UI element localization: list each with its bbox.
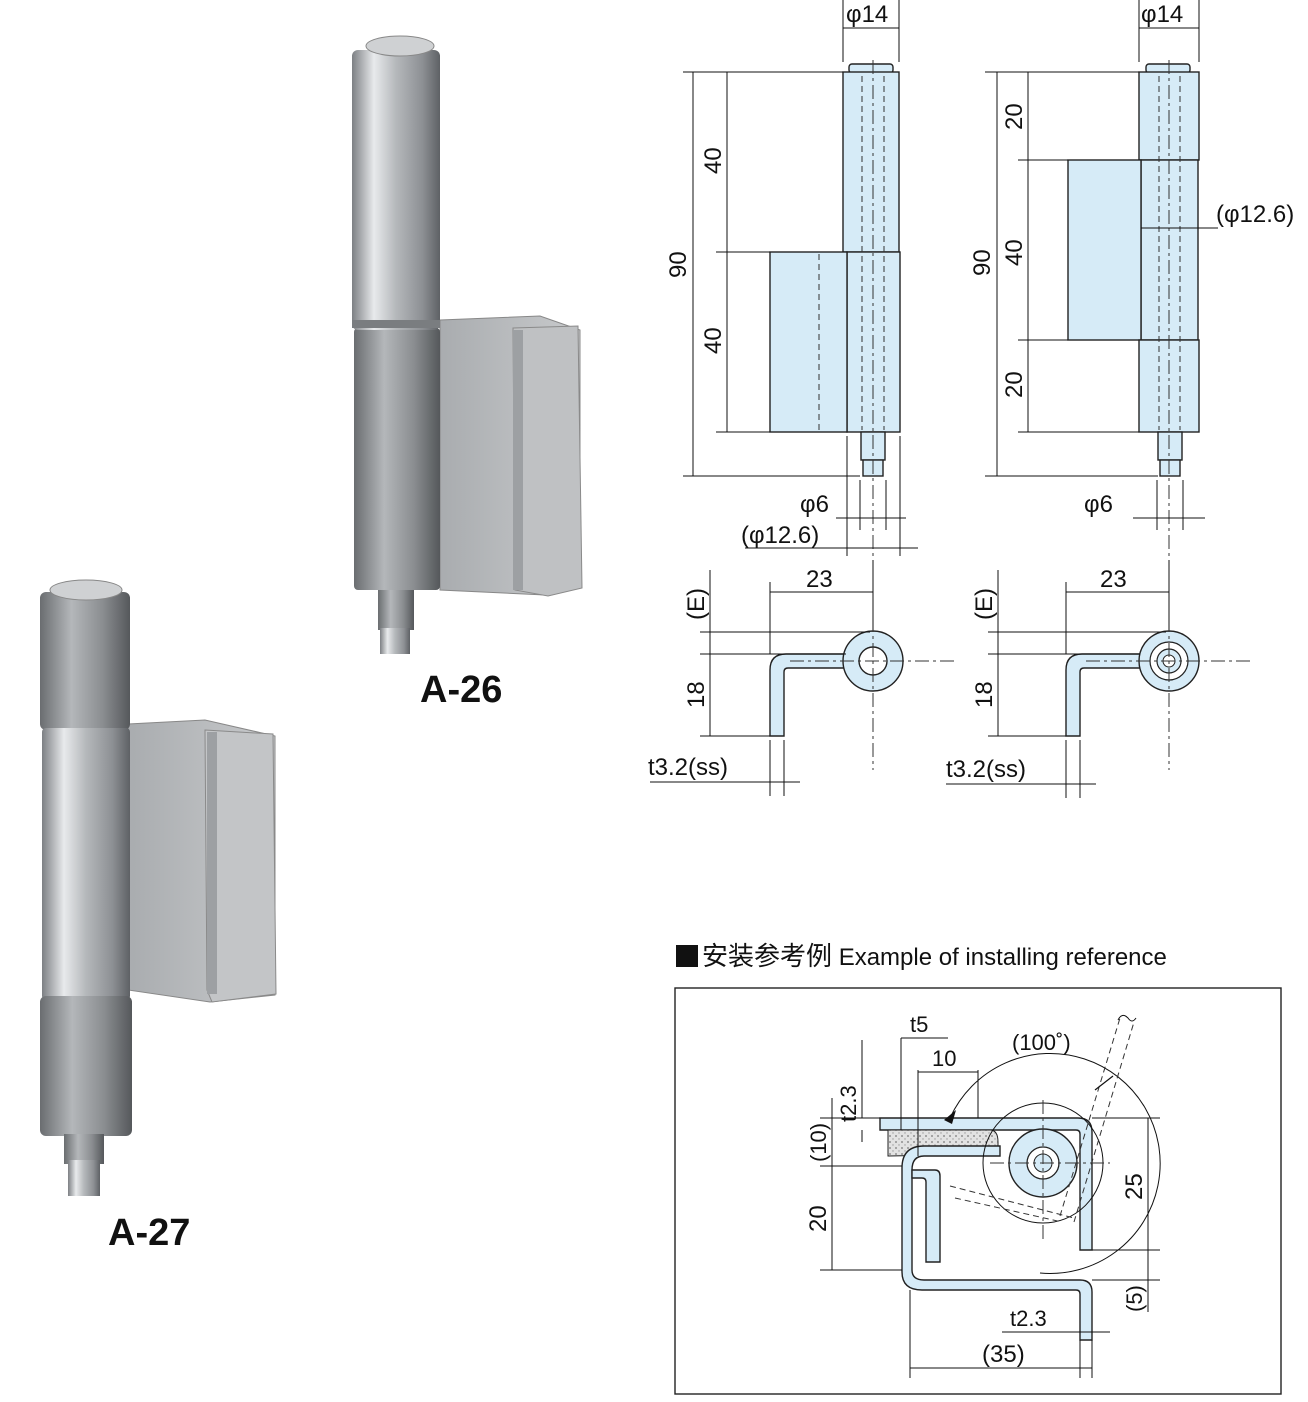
model-label-a26: A-26 bbox=[420, 669, 502, 711]
a27-mid-seg: 40 bbox=[1001, 239, 1028, 266]
a26-upper: 40 bbox=[700, 147, 727, 174]
inst-angle: (100˚) bbox=[1012, 1030, 1071, 1055]
a26-lower: 40 bbox=[700, 327, 727, 354]
product-photo-a26 bbox=[352, 35, 583, 654]
inst-d10: 10 bbox=[932, 1046, 956, 1071]
a26-pin-dia: φ6 bbox=[800, 491, 829, 518]
a27-e-label: (E) bbox=[971, 588, 998, 620]
drawing-a26-front: φ14 90 40 40 φ6 (φ12.6) bbox=[665, 0, 918, 560]
inst-paren5: (5) bbox=[1122, 1285, 1147, 1312]
a27-knuckle-dia: (φ12.6) bbox=[1216, 201, 1294, 228]
a27-thickness: t3.2(ss) bbox=[946, 756, 1026, 783]
a27-bottom-seg: 20 bbox=[1001, 371, 1028, 398]
a27-leaf-height: 18 bbox=[971, 681, 998, 708]
drawing-a27-section: 23 (E) 18 t3.2(ss) bbox=[946, 560, 1254, 798]
a27-top-dia: φ14 bbox=[1141, 1, 1183, 28]
inst-d20: 20 bbox=[805, 1205, 832, 1232]
installation-example: t2.3 t5 10 (100˚) (10) 20 25 (5) t2.3 bbox=[674, 987, 1282, 1395]
a26-overall: 90 bbox=[665, 251, 692, 278]
a26-thickness: t3.2(ss) bbox=[648, 754, 728, 781]
installation-title-en: Example of installing reference bbox=[838, 944, 1167, 971]
a26-knuckle-dia: (φ12.6) bbox=[741, 522, 819, 549]
drawing-a27-front: φ14 90 20 40 20 (φ12.6) φ6 bbox=[969, 0, 1294, 560]
a27-overall: 90 bbox=[969, 249, 996, 276]
a27-offset: 23 bbox=[1100, 566, 1127, 593]
inst-t23-top: t2.3 bbox=[836, 1085, 861, 1122]
drawing-a26-section: 23 (E) 18 t3.2(ss) bbox=[648, 560, 958, 796]
inst-t23-bottom: t2.3 bbox=[1010, 1306, 1047, 1331]
product-photo-a27 bbox=[40, 579, 277, 1196]
a26-top-dia: φ14 bbox=[846, 1, 888, 28]
bullet-square-icon bbox=[676, 945, 698, 967]
installation-title-jp: 安装参考例 bbox=[702, 941, 833, 971]
a26-e-label: (E) bbox=[683, 588, 710, 620]
a26-leaf-height: 18 bbox=[683, 681, 710, 708]
installation-title: 安装参考例 Example of installing reference bbox=[676, 936, 1167, 973]
inst-paren10: (10) bbox=[806, 1123, 831, 1162]
a27-top-seg: 20 bbox=[1001, 103, 1028, 130]
inst-d25: 25 bbox=[1121, 1173, 1148, 1200]
inst-t5: t5 bbox=[910, 1012, 928, 1037]
inst-paren35: (35) bbox=[982, 1341, 1025, 1368]
a27-pin-dia: φ6 bbox=[1084, 491, 1113, 518]
a26-offset: 23 bbox=[806, 566, 833, 593]
installation-frame bbox=[674, 987, 1282, 1395]
model-label-a27: A-27 bbox=[108, 1212, 190, 1254]
